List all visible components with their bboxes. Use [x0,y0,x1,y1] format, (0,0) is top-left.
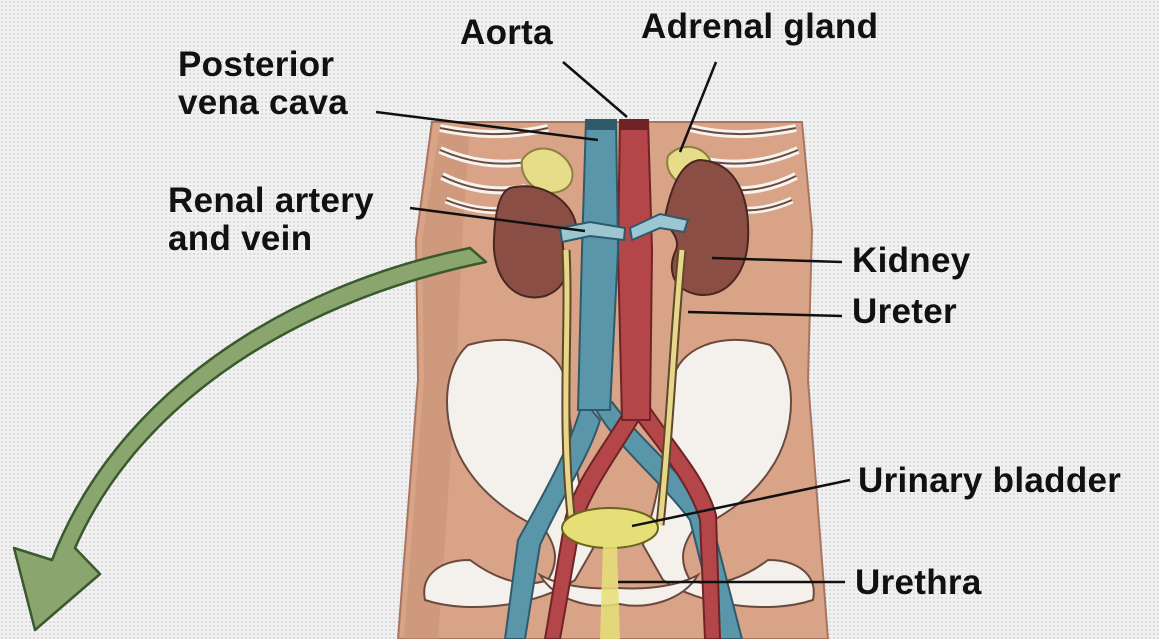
label-adrenal-gland: Adrenal gland [641,8,878,46]
label-posterior-vena-cava-line-1: Posterior [178,46,348,84]
urethra-shape [600,545,620,639]
leader-aorta [563,62,627,117]
aorta-vessel [618,120,652,420]
label-renal-line-1: Renal artery [168,182,374,220]
label-posterior-vena-cava-line-2: vena cava [178,84,348,122]
vena-cava-vessel [578,120,618,410]
label-renal-line-2: and vein [168,220,374,258]
label-posterior-vena-cava: Posterior vena cava [178,46,348,122]
label-aorta: Aorta [460,14,553,52]
label-urethra: Urethra [855,564,982,602]
label-ureter: Ureter [852,293,957,331]
label-urinary-bladder: Urinary bladder [858,462,1121,500]
label-renal-artery-and-vein: Renal artery and vein [168,182,374,258]
bladder-shape [562,508,658,548]
label-kidney: Kidney [852,242,971,280]
